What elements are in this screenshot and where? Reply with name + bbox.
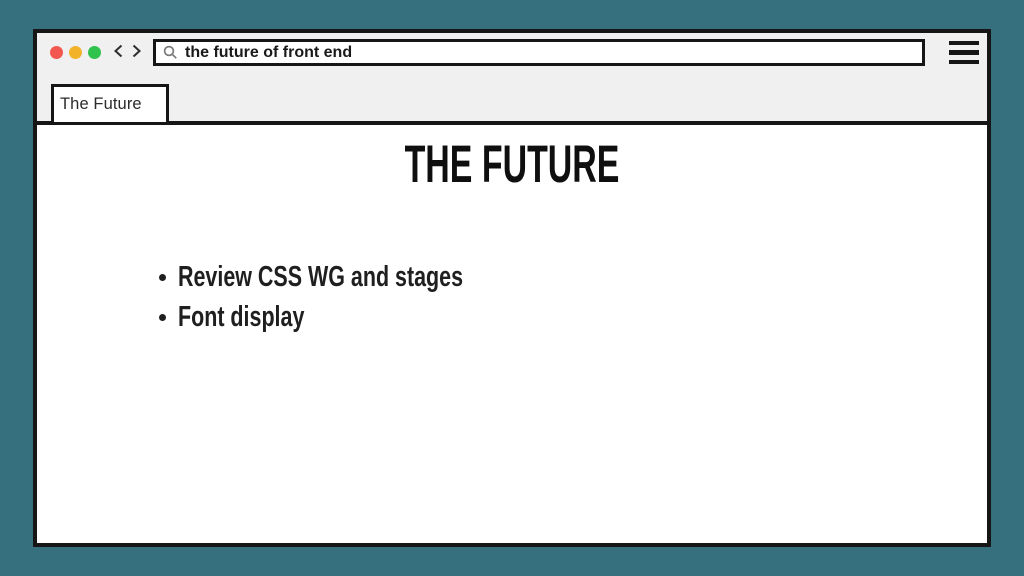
tab-the-future[interactable]: The Future [51, 84, 169, 125]
url-bar [153, 39, 925, 66]
forward-button[interactable] [131, 44, 142, 61]
back-button[interactable] [113, 44, 124, 61]
page-title: THE FUTURE [404, 135, 620, 194]
nav-buttons [113, 44, 142, 61]
browser-toolbar [50, 39, 979, 66]
browser-chrome: The Future [37, 33, 987, 125]
search-icon [163, 45, 178, 60]
list-item: Font display [159, 297, 563, 337]
forward-icon [132, 44, 141, 61]
bullet-text: Font display [178, 300, 305, 333]
menu-button[interactable] [949, 40, 979, 65]
minimize-button[interactable] [69, 46, 82, 59]
close-button[interactable] [50, 46, 63, 59]
bullet-list: Review CSS WG and stages Font display [159, 257, 563, 337]
traffic-lights [50, 46, 101, 59]
back-icon [114, 44, 123, 61]
search-input[interactable] [185, 43, 915, 62]
tab-label: The Future [60, 95, 142, 113]
maximize-button[interactable] [88, 46, 101, 59]
bullet-text: Review CSS WG and stages [178, 260, 464, 293]
slide-content: THE FUTURE Review CSS WG and stages Font… [37, 125, 987, 543]
hamburger-icon [949, 40, 979, 65]
browser-window: The Future THE FUTURE Review CSS WG and … [33, 29, 991, 547]
bullet-icon [159, 273, 166, 281]
bullet-icon [159, 313, 166, 321]
list-item: Review CSS WG and stages [159, 257, 563, 297]
